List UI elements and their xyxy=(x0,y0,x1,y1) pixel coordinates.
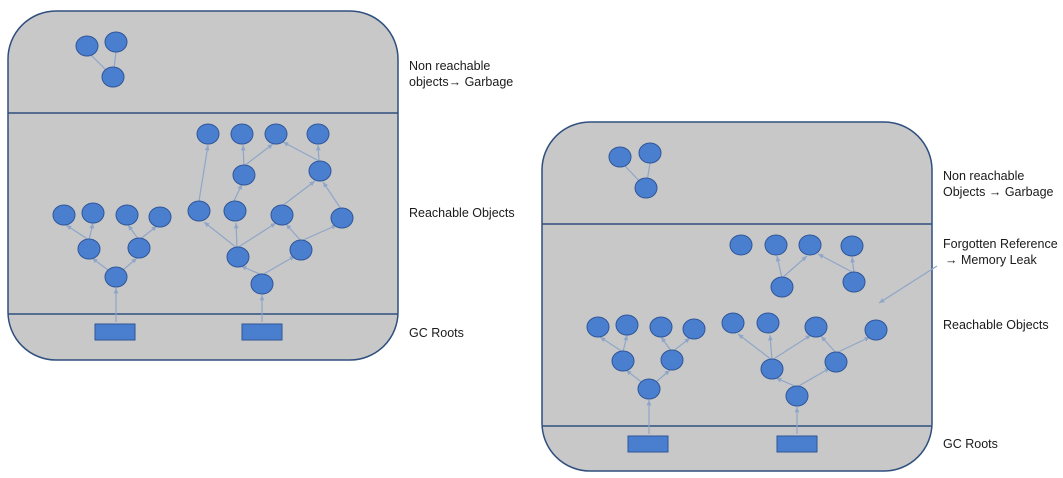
right-roots-label: GC Roots xyxy=(943,437,998,451)
left-garbage-label: Non reachable objects→ Garbage xyxy=(409,59,514,89)
left-garbage-objects xyxy=(75,31,128,88)
object-node xyxy=(660,349,684,371)
object-node xyxy=(52,204,76,226)
memory-leak-pointer-arrow xyxy=(878,265,938,304)
object-node xyxy=(634,177,658,199)
right-leak-label: Forgotten Reference → Memory Leak xyxy=(943,237,1058,267)
right-gc-roots xyxy=(627,435,818,453)
gc-root xyxy=(776,435,818,453)
object-node xyxy=(148,206,172,228)
object-node xyxy=(226,246,250,268)
gc-root xyxy=(241,323,283,341)
object-node xyxy=(81,202,105,224)
object-node xyxy=(721,312,745,334)
object-node xyxy=(611,350,635,372)
object-node xyxy=(104,31,128,53)
object-node xyxy=(760,358,784,380)
forgotten-reference-node xyxy=(842,271,866,293)
right-heap-panel xyxy=(541,121,933,472)
object-node xyxy=(75,35,99,57)
left-reachable-nodes xyxy=(52,123,354,295)
object-node xyxy=(729,234,753,256)
left-roots-label: GC Roots xyxy=(409,326,464,340)
object-node xyxy=(330,207,354,229)
object-node xyxy=(764,234,788,256)
left-heap-panel xyxy=(7,10,399,361)
left-gc-roots xyxy=(94,323,283,341)
object-node xyxy=(638,142,662,164)
right-garbage-label: Non reachable Objects → Garbage xyxy=(943,169,1054,199)
gc-root xyxy=(627,435,669,453)
object-node xyxy=(649,316,673,338)
left-reachable-label: Reachable Objects xyxy=(409,206,515,220)
object-node xyxy=(127,237,151,259)
object-node xyxy=(101,66,125,88)
right-garbage-objects xyxy=(608,142,662,199)
object-node xyxy=(840,235,864,257)
object-node xyxy=(637,378,661,400)
object-node xyxy=(223,200,247,222)
object-node xyxy=(187,200,211,222)
object-node xyxy=(756,312,780,334)
object-node xyxy=(798,234,822,256)
object-node xyxy=(264,123,288,145)
object-node xyxy=(306,123,330,145)
object-node xyxy=(115,204,139,226)
object-node xyxy=(230,123,254,145)
object-node xyxy=(615,314,639,336)
object-node xyxy=(196,123,220,145)
object-node xyxy=(250,273,274,295)
object-node xyxy=(104,266,128,288)
object-node xyxy=(270,204,294,226)
object-node xyxy=(682,318,706,340)
right-reachable-graph xyxy=(599,253,871,434)
object-node xyxy=(289,239,313,261)
object-node xyxy=(77,238,101,260)
object-node xyxy=(308,160,332,182)
object-node xyxy=(232,164,256,186)
object-node xyxy=(864,319,888,341)
object-node xyxy=(824,351,848,373)
object-node xyxy=(608,146,632,168)
object-node xyxy=(804,316,828,338)
object-node xyxy=(586,316,610,338)
gc-root xyxy=(94,323,136,341)
object-node xyxy=(770,276,794,298)
right-reachable-nodes xyxy=(586,234,888,407)
object-node xyxy=(785,385,809,407)
right-reachable-label: Reachable Objects xyxy=(943,318,1049,332)
left-reachable-graph xyxy=(65,141,342,322)
